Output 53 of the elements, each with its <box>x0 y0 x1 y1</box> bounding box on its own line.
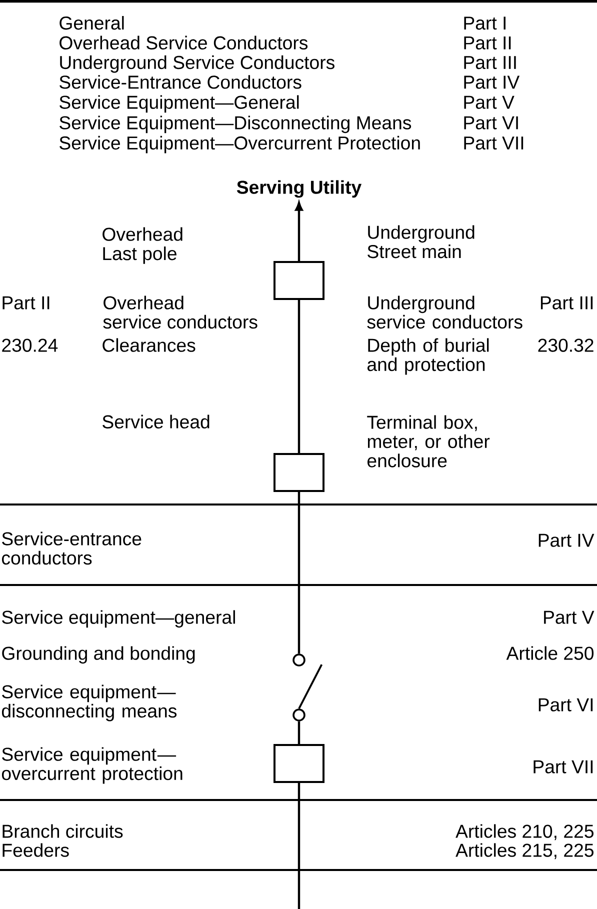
table-entry: Service-Entrance Conductors <box>60 75 302 89</box>
part-reference: Part VII <box>464 136 524 150</box>
row-label: Service equipment—general <box>2 610 235 628</box>
conductor-line <box>298 492 300 654</box>
row-label: Feeders <box>2 843 69 857</box>
part-reference: Part IV <box>538 534 594 547</box>
row-label: Branch circuits <box>2 824 123 838</box>
part-reference: Part V <box>544 610 594 624</box>
component-label: Service head <box>102 414 210 428</box>
terminal-circle <box>292 654 306 666</box>
article-reference: Articles 210, 225 <box>456 824 594 840</box>
requirement-label: Depth of burial and protection <box>368 338 489 375</box>
table-entry: Underground Service Conductors <box>60 55 334 73</box>
conductor-line <box>298 300 300 453</box>
row-label: Grounding and bonding <box>2 646 195 664</box>
part-reference: Part I <box>464 16 506 30</box>
part-reference: Part II <box>464 36 511 50</box>
table-entry: Overhead Service Conductors <box>60 36 308 50</box>
article-reference: Articles 215, 225 <box>456 843 594 860</box>
row-label: Service equipment—overcurrent protection <box>2 747 182 784</box>
requirement-label: Clearances <box>102 338 196 352</box>
article-reference: Article 250 <box>506 646 594 660</box>
component-label: Terminal box, meter, or other enclosure <box>367 415 490 468</box>
table-entry: Service Equipment—Disconnecting Means <box>60 116 412 134</box>
enclosure-box <box>274 261 324 300</box>
conductor-label: Underground service conductors <box>367 296 522 329</box>
terminal-circle <box>292 708 306 722</box>
component-label: Overhead <box>102 227 182 241</box>
row-label: Service-entrance conductors <box>2 532 142 565</box>
part-reference: Part III <box>464 56 516 70</box>
component-label: Last pole <box>103 246 176 264</box>
part-reference: Part IV <box>464 76 520 89</box>
component-label: Underground <box>368 225 474 243</box>
arrow <box>295 202 303 261</box>
part-reference: Part VI <box>538 698 593 712</box>
component-label: Street main <box>368 244 461 258</box>
row-label: Service equipment—disconnecting means <box>2 684 177 722</box>
conductor-line <box>298 721 300 744</box>
table-entry: Service Equipment—Overcurrent Protection <box>60 136 420 154</box>
section-number: 230.32 <box>538 338 594 352</box>
part-reference: Part VII <box>534 760 593 774</box>
part-reference: Part VI <box>464 116 518 130</box>
source-label: Serving Utility <box>236 180 362 198</box>
part-reference: Part II <box>2 296 50 310</box>
conductor-line <box>298 783 300 909</box>
table-entry: General <box>60 16 124 30</box>
part-reference: Part III <box>540 296 593 310</box>
enclosure-box <box>274 453 324 492</box>
table-entry: Service Equipment—General <box>60 95 299 113</box>
conductor-label: Overhead service conductors <box>103 296 258 329</box>
part-reference: Part V <box>464 96 514 109</box>
section-number: 230.24 <box>2 338 58 352</box>
enclosure-box <box>274 744 324 783</box>
